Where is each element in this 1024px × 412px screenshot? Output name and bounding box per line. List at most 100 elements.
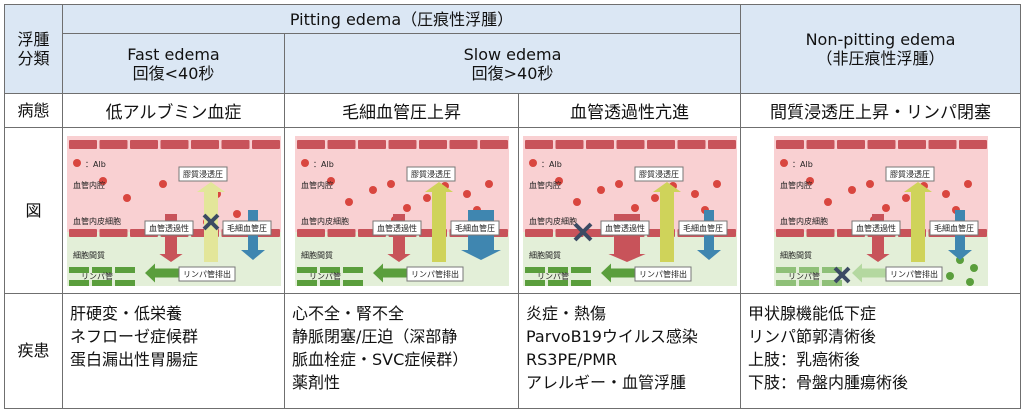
endothelium-block-mark-b — [573, 222, 592, 241]
slow-edema-header: Slow edema 回復>40秒 — [283, 33, 742, 94]
lymph-brick — [798, 266, 819, 273]
endothelium-label: 血管内皮細胞 — [529, 216, 577, 226]
capillary-pressure-label-box — [450, 220, 499, 235]
lymph-vessel-label: リンパ管 — [788, 271, 820, 281]
lymph-brick — [296, 279, 317, 286]
lymph-brick — [570, 266, 591, 273]
vessel-lumen-label: 血管内腔 — [301, 180, 333, 190]
patho-cell: 低アルブミン血症 — [62, 93, 285, 128]
albumin-dot — [98, 176, 107, 185]
colloid-arrow — [424, 181, 453, 262]
vessel-wall-brick — [251, 139, 280, 149]
vessel-wall-brick — [327, 139, 355, 149]
colloid-label: 膠質浸透圧 — [639, 169, 679, 179]
albumin-dot — [554, 176, 563, 185]
albumin-dot — [462, 189, 471, 198]
capillary-pressure-label: 毛細血管圧 — [683, 223, 723, 233]
disease-item: 心不全・腎不全 — [292, 304, 405, 323]
endothelium-label: 血管内皮細胞 — [301, 216, 349, 226]
nonpitting-subtitle: （非圧痕性浮腫） — [816, 49, 945, 68]
interstitium-label: 細胞間質 — [780, 250, 812, 260]
disease-cell-3: 甲状腺機能低下症 リンパ節郭清術後 上肢：乳癌術後 下肢：骨盤内腫瘍術後 — [740, 293, 1022, 409]
lymph-brick — [524, 266, 545, 273]
vessel-wall-brick — [418, 139, 447, 149]
albumin-dot — [344, 197, 353, 206]
lymph-brick — [319, 279, 340, 286]
vessel-wall-brick — [836, 139, 865, 149]
pathophysiology-label: 病態 — [4, 93, 63, 128]
vessel-wall-brick — [129, 139, 158, 149]
albumin-legend-dot — [528, 158, 537, 167]
lymph-brick — [821, 266, 842, 273]
nonpitting-edema-header: Non-pitting edema （非圧痕性浮腫） — [740, 4, 1022, 94]
lymph-drainage-label-box — [406, 266, 463, 281]
lymph-drainage-arrow — [144, 263, 179, 282]
disease-item: 薬剤性 — [292, 373, 341, 392]
capillary-pressure-label-box — [222, 220, 271, 235]
classification-label: 浮腫 分類 — [4, 4, 63, 94]
interstitium-label: 細胞間質 — [529, 250, 561, 260]
vessel-wall-brick — [221, 139, 249, 149]
albumin-dot — [805, 176, 814, 185]
endothelium-brick — [327, 228, 355, 237]
colloid-label-box — [634, 166, 683, 181]
slow-recovery: 回復>40秒 — [471, 63, 554, 83]
lymph-drainage-label: リンパ管排出 — [183, 269, 231, 279]
disease-item: 静脈閉塞/圧迫（深部静 — [292, 327, 458, 346]
lymph-brick — [91, 279, 112, 286]
vessel-lumen-label: 血管内腔 — [73, 180, 105, 190]
endothelium-brick — [775, 228, 804, 237]
disease-item: 上肢：乳癌術後 — [748, 350, 861, 369]
lymph-brick — [342, 266, 363, 273]
endothelium-brick — [296, 228, 325, 237]
patho-cell: 間質浸透圧上昇・リンパ閉塞 — [740, 93, 1022, 128]
vessel-wall-brick — [99, 139, 127, 149]
albumin-dot — [823, 197, 832, 206]
albumin-legend-dot — [72, 158, 81, 167]
lymph-brick — [775, 279, 796, 286]
permeability-label-box — [372, 220, 421, 235]
lymph-brick — [570, 279, 591, 286]
albumin-dot — [326, 176, 335, 185]
mechanism-diagram: ：Alb血管内腔血管内皮細胞細胞間質膠質浸透圧血管透過性毛細血管圧リンパ管排出リ… — [66, 135, 281, 286]
albumin-dot — [422, 193, 431, 202]
lymph-vessel-label: リンパ管 — [309, 271, 341, 281]
capillary-pressure-label: 毛細血管圧 — [455, 223, 495, 233]
endothelium-label: 血管内皮細胞 — [73, 216, 121, 226]
vessel-wall-brick — [585, 139, 614, 149]
disease-cell-0: 肝硬変・低栄養 ネフローゼ症候群 蛋白漏出性胃腸症 — [62, 293, 285, 409]
vessel-wall-brick — [160, 139, 188, 149]
vessel-wall-brick — [616, 139, 644, 149]
colloid-label: 膠質浸透圧 — [890, 169, 930, 179]
colloid-label: 膠質浸透圧 — [183, 169, 223, 179]
vessel-wall-brick — [867, 139, 896, 149]
endothelium-brick — [99, 228, 127, 237]
permeability-label-box — [600, 220, 649, 235]
classification-label-line2: 分類 — [17, 49, 50, 68]
lymph-block-mark-b — [833, 266, 850, 283]
disease-item: アレルギー・血管浮腫 — [526, 373, 687, 392]
albumin-legend-dot — [779, 158, 788, 167]
interstitial-protein-dot — [945, 271, 954, 280]
albumin-legend: ：Alb — [541, 160, 562, 169]
vessel-lumen-label: 血管内腔 — [780, 180, 812, 190]
colloid-arrow — [652, 181, 681, 262]
albumin-legend: ：Alb — [313, 160, 334, 169]
lymph-drainage-label: リンパ管排出 — [890, 269, 938, 279]
vessel-wall-brick — [775, 139, 804, 149]
disease-item: ネフローゼ症候群 — [70, 327, 199, 346]
albumin-dot — [596, 185, 605, 194]
vessel-wall-brick — [388, 139, 416, 149]
fast-title: Fast edema — [127, 44, 220, 64]
albumin-dot — [963, 179, 972, 188]
albumin-dot — [122, 193, 131, 202]
endothelium-brick — [524, 228, 553, 237]
mechanism-diagram: ：Alb血管内腔血管内皮細胞細胞間質膠質浸透圧血管透過性毛細血管圧リンパ管排出リ… — [773, 135, 988, 286]
nonpitting-title: Non-pitting edema — [805, 30, 956, 49]
lymph-drainage-label-box — [885, 266, 943, 281]
albumin-dot — [690, 189, 699, 198]
